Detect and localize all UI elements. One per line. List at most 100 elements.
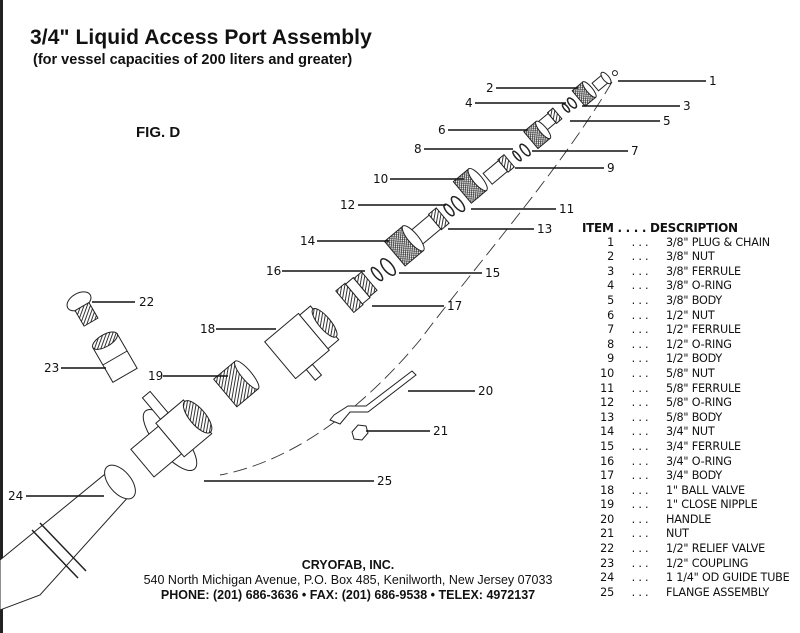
callout-numbers: 1 2 3 4 5 6 7 8 9 10 11 12 13 14 15 16 1… <box>8 74 717 503</box>
item-dots: . . . <box>631 396 649 410</box>
item-dots: . . . <box>631 585 649 599</box>
item-dots: . . . <box>631 264 649 278</box>
part-5-8-ferrule <box>450 195 466 213</box>
item-number: 3 <box>607 264 614 278</box>
item-dots: . . . <box>631 352 649 366</box>
part-relief-valve <box>66 291 99 327</box>
item-number: 14 <box>600 425 614 439</box>
parts-list-row: 23. . .1/2" COUPLING <box>582 557 790 572</box>
callout-19: 19 <box>148 369 163 383</box>
part-nut <box>351 424 369 441</box>
callout-20: 20 <box>478 384 493 398</box>
callout-3: 3 <box>683 99 691 113</box>
parts-list-row: 14. . .3/4" NUT <box>582 425 790 440</box>
item-dots: . . . <box>631 527 649 541</box>
part-ball-valve <box>264 305 340 381</box>
item-dots: . . . <box>631 542 649 556</box>
parts-list-row: 16 . . . 3/4" O-RING <box>582 455 790 470</box>
page-title: 3/4" Liquid Access Port Assembly <box>30 26 372 49</box>
parts-list-row: 2. . .3/8" NUT <box>582 250 790 265</box>
item-number: 18 <box>600 483 614 497</box>
item-description: 3/4" BODY <box>666 469 723 483</box>
parts-list-row: 20. . .HANDLE <box>582 513 790 528</box>
item-dots: . . . <box>631 439 649 453</box>
item-description: 5/8" BODY <box>666 410 723 424</box>
item-description: 3/4" NUT <box>666 425 715 439</box>
item-dots: . . . <box>631 235 649 249</box>
parts-list-row: 21 . . . NUT <box>582 527 790 542</box>
part-1-2-o-ring <box>512 150 522 162</box>
item-number: 25 <box>600 585 614 599</box>
callout-6: 6 <box>438 123 446 137</box>
item-number: 16 <box>600 454 614 468</box>
parts-list-row: 24. . .1 1/4" OD GUIDE TUBE <box>582 571 790 586</box>
item-description: 3/4" FERRULE <box>666 439 741 453</box>
part-coupling <box>92 331 138 384</box>
company-address: 540 North Michigan Avenue, P.O. Box 485,… <box>143 573 553 587</box>
parts-list-row: 4. . .3/8" O-RING <box>582 279 790 294</box>
parts-list-header: ITEM . . . . DESCRIPTION <box>582 221 790 236</box>
parts-list: ITEM . . . . DESCRIPTION 1. . .3/8" PLUG… <box>582 221 790 600</box>
header-dots: . . . . <box>617 221 647 235</box>
callout-7: 7 <box>631 144 639 158</box>
item-number: 12 <box>600 396 614 410</box>
item-description: 3/8" NUT <box>666 250 715 264</box>
part-guide-tube <box>0 464 136 611</box>
callout-8: 8 <box>414 142 422 156</box>
callout-13: 13 <box>537 222 552 236</box>
company-footer: CRYOFAB, INC. 540 North Michigan Avenue,… <box>138 558 558 603</box>
part-1-2-ferrule <box>519 143 531 157</box>
item-description: 1" BALL VALVE <box>666 483 745 497</box>
parts-list-row: 25 . . . FLANGE ASSEMBLY <box>582 586 790 601</box>
item-number: 8 <box>607 337 614 351</box>
item-number: 24 <box>600 571 614 585</box>
item-number: 5 <box>607 293 614 307</box>
part-3-8-nut <box>571 81 597 107</box>
item-dots: . . . <box>631 483 649 497</box>
item-description: 3/4" O-RING <box>666 454 732 468</box>
item-description: 1/2" RELIEF VALVE <box>666 542 766 556</box>
callout-18: 18 <box>200 322 215 336</box>
item-dots: . . . <box>631 250 649 264</box>
item-number: 15 <box>600 439 614 453</box>
item-number: 7 <box>607 323 614 337</box>
item-dots: . . . <box>631 410 649 424</box>
callout-17: 17 <box>447 299 462 313</box>
item-number: 21 <box>600 527 614 541</box>
parts-list-row: 15 . . . 3/4" FERRULE <box>582 440 790 455</box>
part-flange-assembly <box>130 390 213 478</box>
part-1-2-nut <box>523 120 552 150</box>
callout-21: 21 <box>433 424 448 438</box>
item-description: HANDLE <box>666 512 712 526</box>
item-number: 23 <box>600 556 614 570</box>
item-description: 1/2" NUT <box>666 308 715 322</box>
item-number: 19 <box>600 498 614 512</box>
parts-list-row: 6. . .1/2" NUT <box>582 309 790 324</box>
item-description: 5/8" O-RING <box>666 396 732 410</box>
item-description: NUT <box>666 527 689 541</box>
callout-15: 15 <box>485 266 500 280</box>
parts-list-row: 19. . .1" CLOSE NIPPLE <box>582 498 790 513</box>
chain-path <box>219 81 613 476</box>
company-contact: PHONE: (201) 686-3636 • FAX: (201) 686-9… <box>160 588 536 602</box>
item-dots: . . . <box>631 498 649 512</box>
part-handle <box>329 370 417 425</box>
item-number: 20 <box>600 512 614 526</box>
item-description: 3/8" PLUG & CHAIN <box>666 235 770 249</box>
header-description: DESCRIPTION <box>650 221 738 235</box>
item-dots: . . . <box>631 366 649 380</box>
item-description: 5/8" NUT <box>666 366 715 380</box>
callout-25: 25 <box>377 474 392 488</box>
item-dots: . . . <box>631 454 649 468</box>
parts-list-row: 9. . .1/2" BODY <box>582 352 790 367</box>
item-description: FLANGE ASSEMBLY <box>666 585 770 599</box>
item-description: 3/8" FERRULE <box>666 264 741 278</box>
parts-list-row: 12 . . . 5/8" O-RING <box>582 396 790 411</box>
leader-lines <box>26 80 706 497</box>
callout-11: 11 <box>559 202 574 216</box>
item-description: 1/2" FERRULE <box>666 323 741 337</box>
parts-list-row: 5. . .3/8" BODY <box>582 294 790 309</box>
parts-list-row: 3 . . . 3/8" FERRULE <box>582 265 790 280</box>
